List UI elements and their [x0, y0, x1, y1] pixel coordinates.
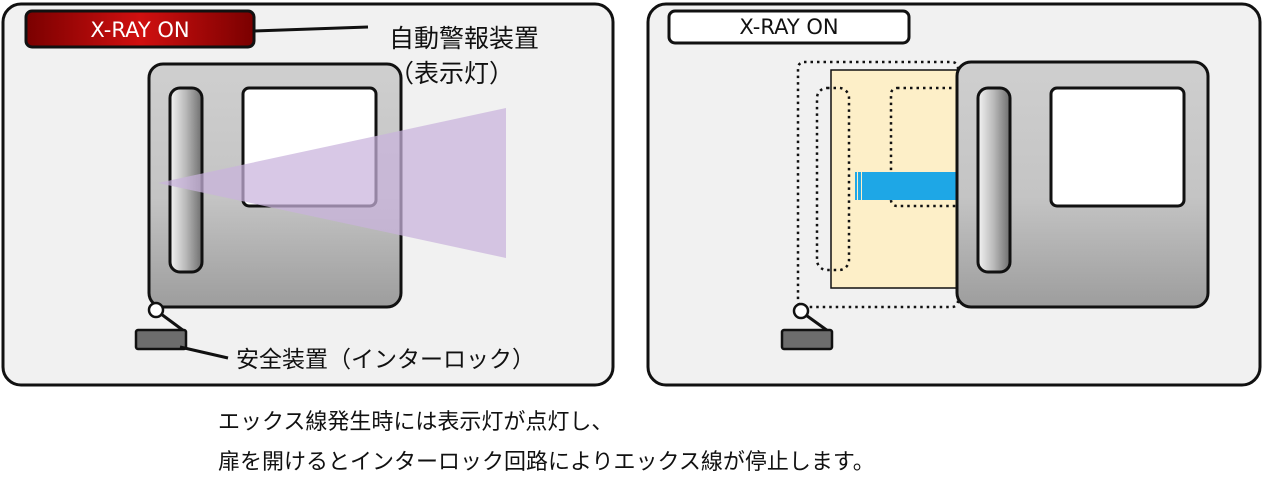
- right-panel: X-RAY ON: [646, 2, 1262, 387]
- xray-beam: [158, 108, 506, 258]
- lamp-leader-line: [253, 25, 369, 33]
- xray-on-indicator-lit: [24, 9, 256, 49]
- left-panel: X-RAY ON 自動警報装置 （表示灯） 安全装置（インターロック）: [1, 2, 615, 387]
- xray-on-indicator-unlit: [667, 9, 911, 45]
- lamp-label-line2: （表示灯）: [389, 59, 514, 88]
- door-handle-ghost: [815, 86, 851, 272]
- caption-line2: 扉を開けるとインターロック回路によりエックス線が停止します。: [218, 450, 875, 475]
- interlock-switch-body-released: [780, 328, 834, 351]
- interlock-roller: [147, 301, 165, 319]
- cabinet-window-open: [1049, 86, 1186, 208]
- xray-on-indicator-text: X-RAY ON: [90, 18, 189, 42]
- lamp-label-line1: 自動警報装置: [389, 24, 539, 53]
- xray-off-indicator-text: X-RAY ON: [739, 15, 838, 39]
- interlock-roller-released: [792, 302, 810, 320]
- interlock-switch-body: [134, 328, 188, 351]
- interlock-label: 安全装置（インターロック）: [236, 347, 535, 373]
- caption-line1: エックス線発生時には表示灯が点灯し、: [218, 410, 614, 435]
- cabinet-door-handle-open: [976, 86, 1012, 274]
- window-ghost: [889, 86, 979, 208]
- interlock-leader-line: [179, 345, 229, 360]
